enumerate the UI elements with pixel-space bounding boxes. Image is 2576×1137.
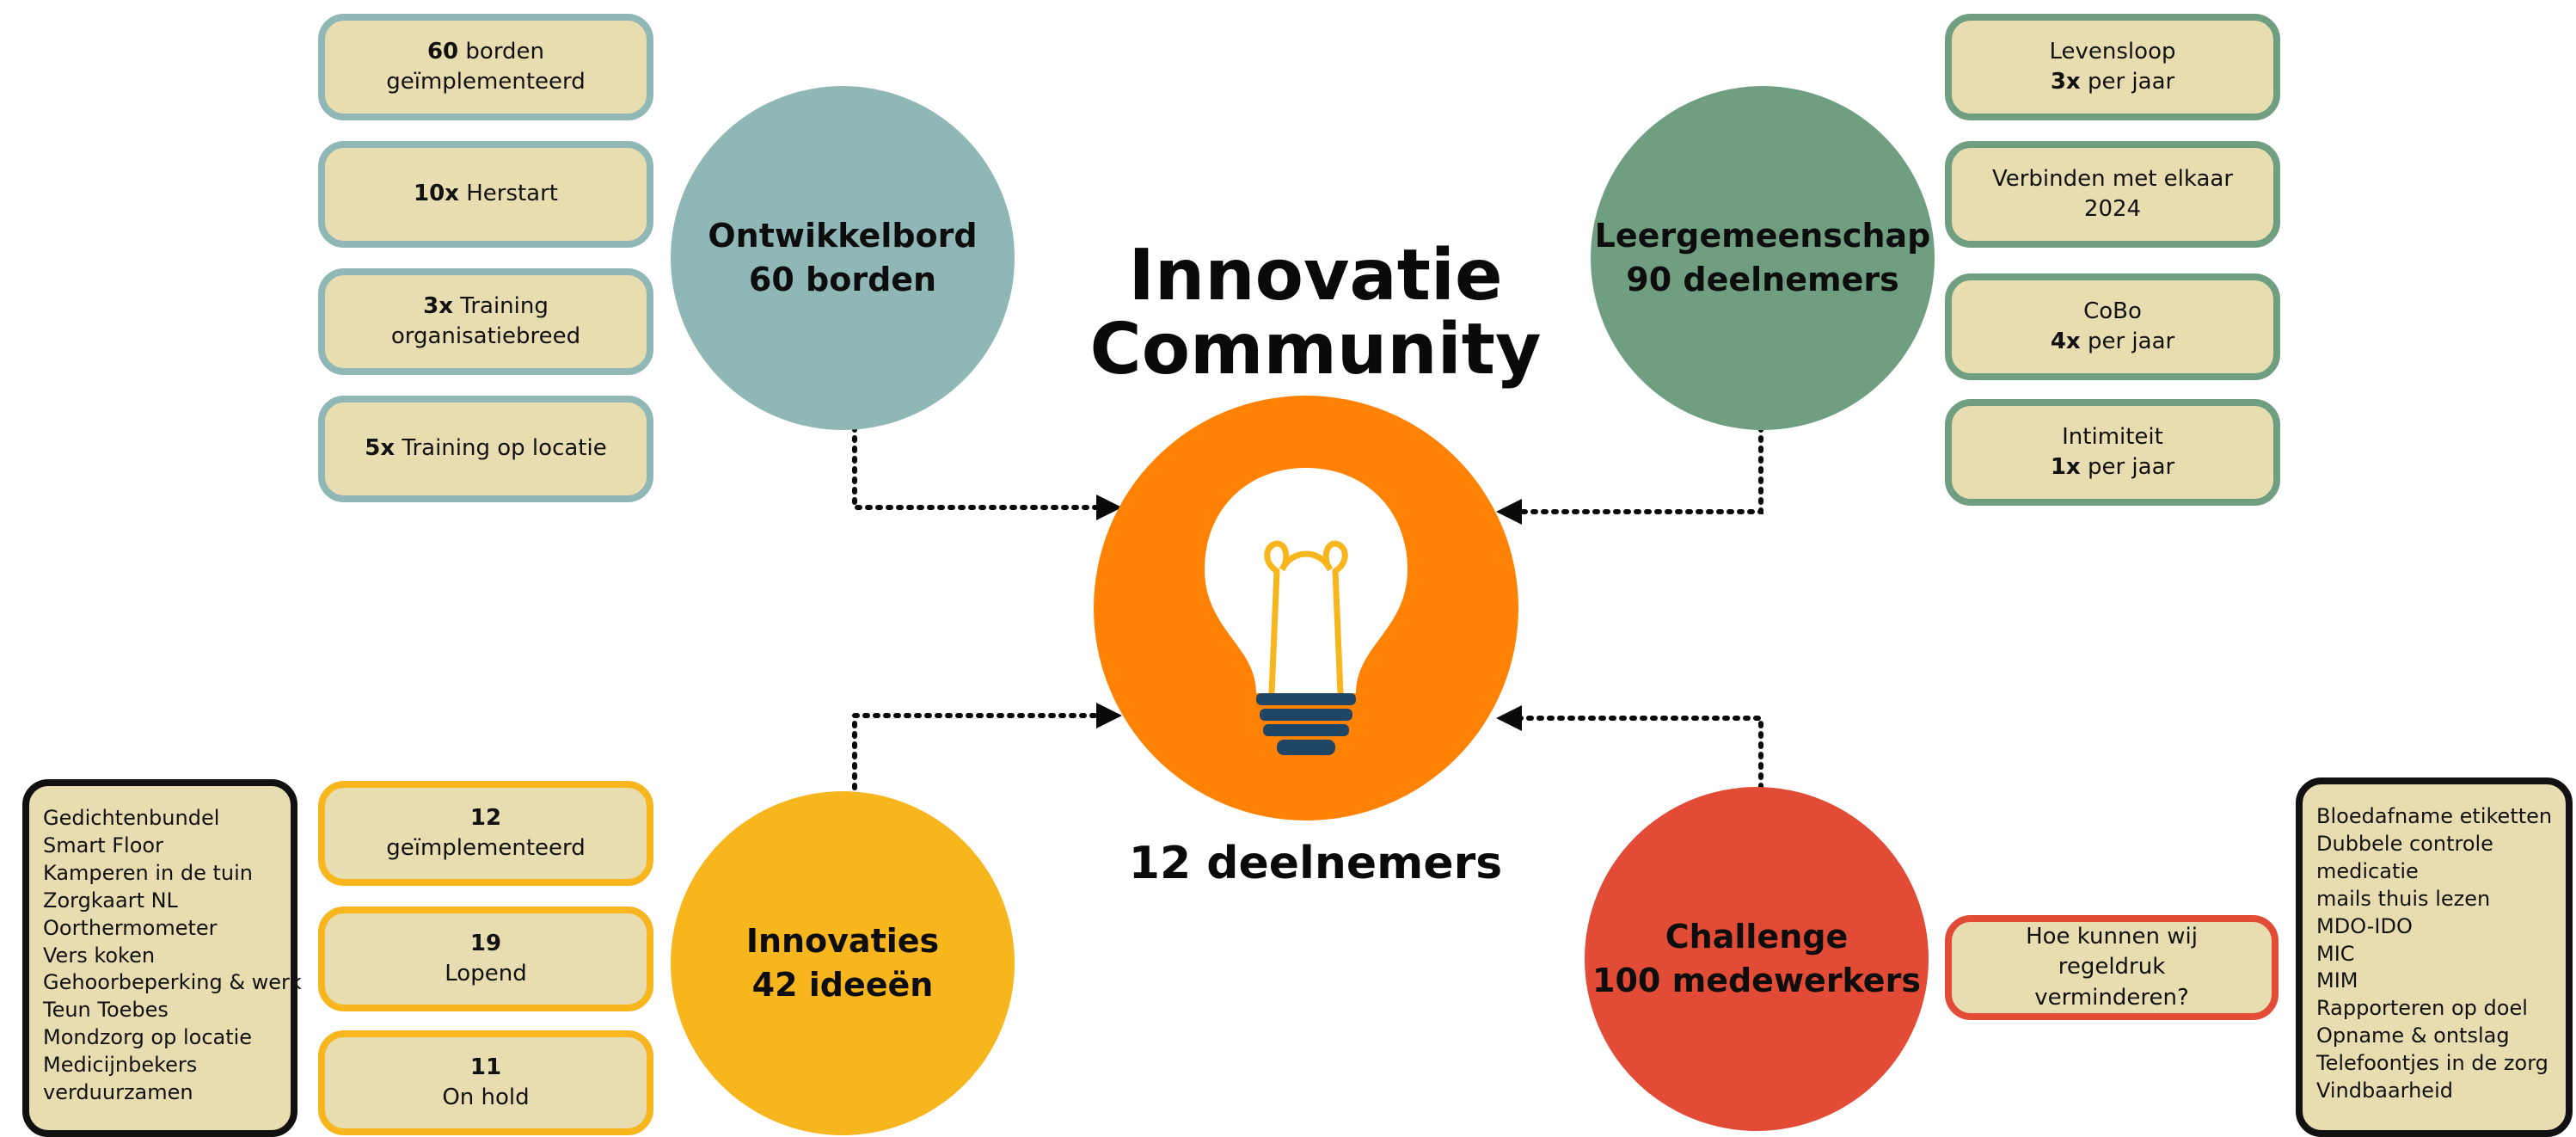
ontwikkelbord-item: 3x Training organisatiebreed <box>318 268 653 375</box>
list-item: Kamperen in de tuin <box>43 860 253 885</box>
list-item: mails thuis lezen <box>2316 886 2491 911</box>
innovaties-list: Gedichtenbundel Smart Floor Kamperen in … <box>22 779 302 1137</box>
item-period: 2024 <box>2083 196 2142 222</box>
challenge-list: Bloedafname etiketten Dubbele controle m… <box>2296 777 2573 1137</box>
leergemeenschap-item: Verbinden met elkaar 2024 <box>1945 141 2280 248</box>
bulb-base-icon <box>1256 693 1356 755</box>
item-period: per jaar <box>2080 69 2175 95</box>
list-item: Gedichtenbundel <box>43 806 220 830</box>
item-count: 10x <box>413 181 459 207</box>
innovaties-stat: 12 geïmplementeerd <box>318 781 653 886</box>
leergemeenschap-title: Leergemeenschap <box>1594 216 1931 255</box>
innovaties-stat: 11 On hold <box>318 1030 653 1135</box>
list-item: Vers koken <box>43 943 156 968</box>
leergemeenschap-circle: Leergemeenschap 90 deelnemers <box>1591 86 1935 430</box>
item-frequency: 3x <box>2050 69 2081 95</box>
stat-label: Lopend <box>445 961 527 986</box>
stat-number: 12 <box>469 804 502 831</box>
item-label: Training organisatiebreed <box>390 292 581 349</box>
stat-number: 11 <box>469 1054 502 1080</box>
list-item: Medicijnbekers <box>43 1053 198 1078</box>
innovaties-subtitle: 42 ideeën <box>751 966 934 1004</box>
item-frequency: 1x <box>2050 454 2081 480</box>
center-circle <box>1094 396 1518 820</box>
list-item: Opname & ontslag <box>2316 1023 2510 1048</box>
list-item: Oorthermometer <box>43 915 218 940</box>
stat-number: 19 <box>469 930 502 956</box>
ontwikkelbord-title: Ontwikkelbord <box>708 216 978 255</box>
item-label: borden geïmplementeerd <box>386 38 586 95</box>
list-item: Zorgkaart NL <box>43 888 178 913</box>
arrow-ontwikkelbord <box>842 353 1122 520</box>
item-frequency: 4x <box>2050 329 2081 354</box>
leergemeenschap-item: CoBo 4x per jaar <box>1945 273 2280 380</box>
list-item: Dubbele controle <box>2316 831 2493 856</box>
item-title: Levensloop <box>2049 38 2176 65</box>
stat-label: On hold <box>442 1085 530 1110</box>
title-line-1: Innovatie <box>1128 235 1503 317</box>
list-item: Rapporteren op doel <box>2316 996 2528 1021</box>
question-text: Hoe kunnen wij regeldruk verminderen? <box>2026 924 2198 1011</box>
list-item: Smart Floor <box>43 833 163 857</box>
challenge-subtitle: 100 medewerkers <box>1592 962 1921 999</box>
item-period: per jaar <box>2080 454 2175 480</box>
list-item: medicatie <box>2316 858 2419 883</box>
stat-label: geïmplementeerd <box>386 835 586 861</box>
ontwikkelbord-item: 5x Training op locatie <box>318 396 653 502</box>
center-caption: 12 deelnemers <box>1128 838 1503 889</box>
list-item: Mondzorg op locatie <box>43 1025 253 1050</box>
list-item: Gehoorbeperking & werk <box>43 970 302 995</box>
list-item: Teun Toebes <box>43 998 169 1023</box>
innovaties-stat: 19 Lopend <box>318 907 653 1011</box>
list-item: MDO-IDO <box>2316 913 2413 938</box>
ontwikkelbord-item: 10x Herstart <box>318 141 653 248</box>
item-label: Herstart <box>458 181 558 207</box>
arrow-leergemeenschap <box>1496 353 1774 525</box>
lightbulb-icon <box>1205 468 1408 697</box>
item-title: CoBo <box>2083 298 2142 324</box>
item-count: 5x <box>365 435 396 462</box>
ontwikkelbord-item: 60 borden geïmplementeerd <box>318 14 653 120</box>
challenge-circle: Challenge 100 medewerkers <box>1585 787 1929 1131</box>
arrow-challenge <box>1496 705 1774 873</box>
item-count: 60 <box>426 38 459 65</box>
leergemeenschap-item: Intimiteit 1x per jaar <box>1945 399 2280 506</box>
list-item: Bloedafname etiketten <box>2316 804 2553 828</box>
innovaties-circle: Innovaties 42 ideeën <box>671 791 1015 1135</box>
page-title: Innovatie Community <box>1058 239 1573 387</box>
challenge-title: Challenge <box>1665 917 1849 956</box>
list-item: verduurzamen <box>43 1080 193 1105</box>
ontwikkelbord-subtitle: 60 borden <box>748 261 937 298</box>
leergemeenschap-item: Levensloop 3x per jaar <box>1945 14 2280 120</box>
arrow-innovaties <box>842 703 1122 873</box>
leergemeenschap-subtitle: 90 deelnemers <box>1626 261 1899 298</box>
item-period: per jaar <box>2080 329 2175 354</box>
item-count: 3x <box>423 292 453 319</box>
challenge-question: Hoe kunnen wij regeldruk verminderen? <box>1945 915 2279 1020</box>
title-line-2: Community <box>1089 309 1542 390</box>
list-item: Telefoontjes in de zorg <box>2316 1051 2548 1076</box>
ontwikkelbord-circle: Ontwikkelbord 60 borden <box>671 86 1015 430</box>
item-title: Intimiteit <box>2062 423 2163 450</box>
list-item: MIC <box>2316 941 2355 966</box>
item-title: Verbinden met elkaar <box>1991 165 2234 192</box>
list-item: MIM <box>2316 968 2358 993</box>
innovaties-title: Innovaties <box>745 921 940 960</box>
item-label: Training op locatie <box>395 435 607 462</box>
list-item: Vindbaarheid <box>2316 1079 2453 1103</box>
